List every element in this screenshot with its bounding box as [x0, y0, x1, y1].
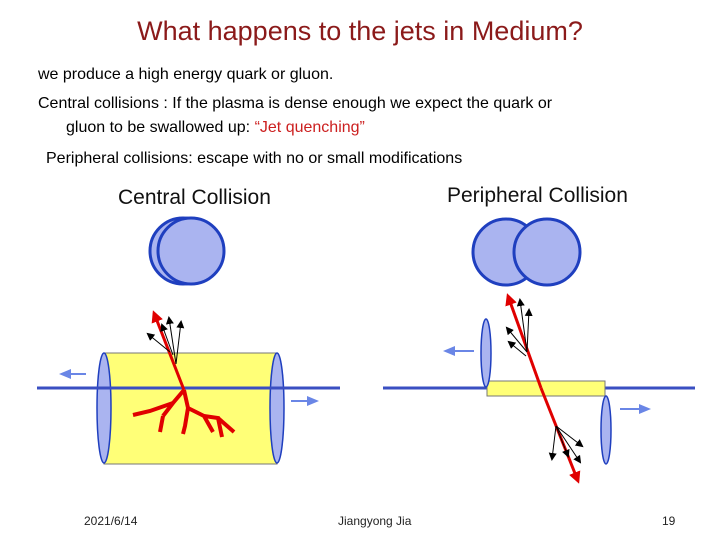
bullet-peripheral: Peripheral collisions: escape with no or… [46, 150, 463, 167]
bullet-central-text: gluon to be swallowed up: [66, 119, 255, 136]
central-nucleus-right-disk [269, 352, 285, 464]
slide-title: What happens to the jets in Medium? [137, 16, 583, 46]
footer-date: 2021/6/14 [84, 514, 138, 528]
central-medium [96, 352, 285, 465]
bullet-production: we produce a high energy quark or gluon. [38, 66, 334, 83]
peripheral-particle-track [555, 425, 584, 448]
central-quenched-branch [216, 416, 236, 434]
bullet-central-line-2: gluon to be swallowed up: “Jet quenching… [66, 119, 365, 137]
peripheral-medium-body [486, 380, 606, 397]
central-particle-track [175, 320, 185, 365]
peripheral-particle-track [555, 425, 582, 464]
central-quenched-branch [181, 389, 191, 435]
peripheral-jets [505, 293, 584, 484]
peripheral-nucleus-left-disk [480, 318, 492, 388]
peripheral-particle-track [555, 425, 570, 458]
jet-quenching-highlight: “Jet quenching” [254, 119, 365, 136]
central-nuclei [148, 216, 226, 286]
peripheral-particle-track [516, 298, 528, 353]
footer-author: Jiangyong Jia [338, 514, 412, 528]
central-collision-label: Central Collision [118, 186, 271, 209]
central-nucleus-left-disk [96, 352, 112, 464]
peripheral-particle-track [524, 308, 533, 353]
central-particle-track [165, 316, 177, 365]
central-particle-track [146, 332, 171, 353]
central-nucleus-front [156, 216, 226, 286]
bullet-central-line-1: Central collisions : If the plasma is de… [38, 95, 553, 112]
central-jets [132, 310, 236, 438]
peripheral-nuclei [471, 217, 582, 287]
central-particle-track [160, 323, 174, 356]
peripheral-nucleus-right [512, 217, 582, 287]
peripheral-particle-track [505, 326, 528, 353]
central-quenched-branch [158, 415, 165, 433]
central-quenched-branch [132, 401, 174, 417]
peripheral-jet-up [505, 293, 543, 389]
peripheral-collision-label: Peripheral Collision [447, 184, 628, 207]
peripheral-particle-track [548, 425, 557, 461]
peripheral-medium [480, 318, 612, 465]
peripheral-particle-track [507, 340, 527, 357]
footer-page-number: 19 [662, 514, 676, 528]
peripheral-nucleus-right-disk [600, 395, 612, 465]
